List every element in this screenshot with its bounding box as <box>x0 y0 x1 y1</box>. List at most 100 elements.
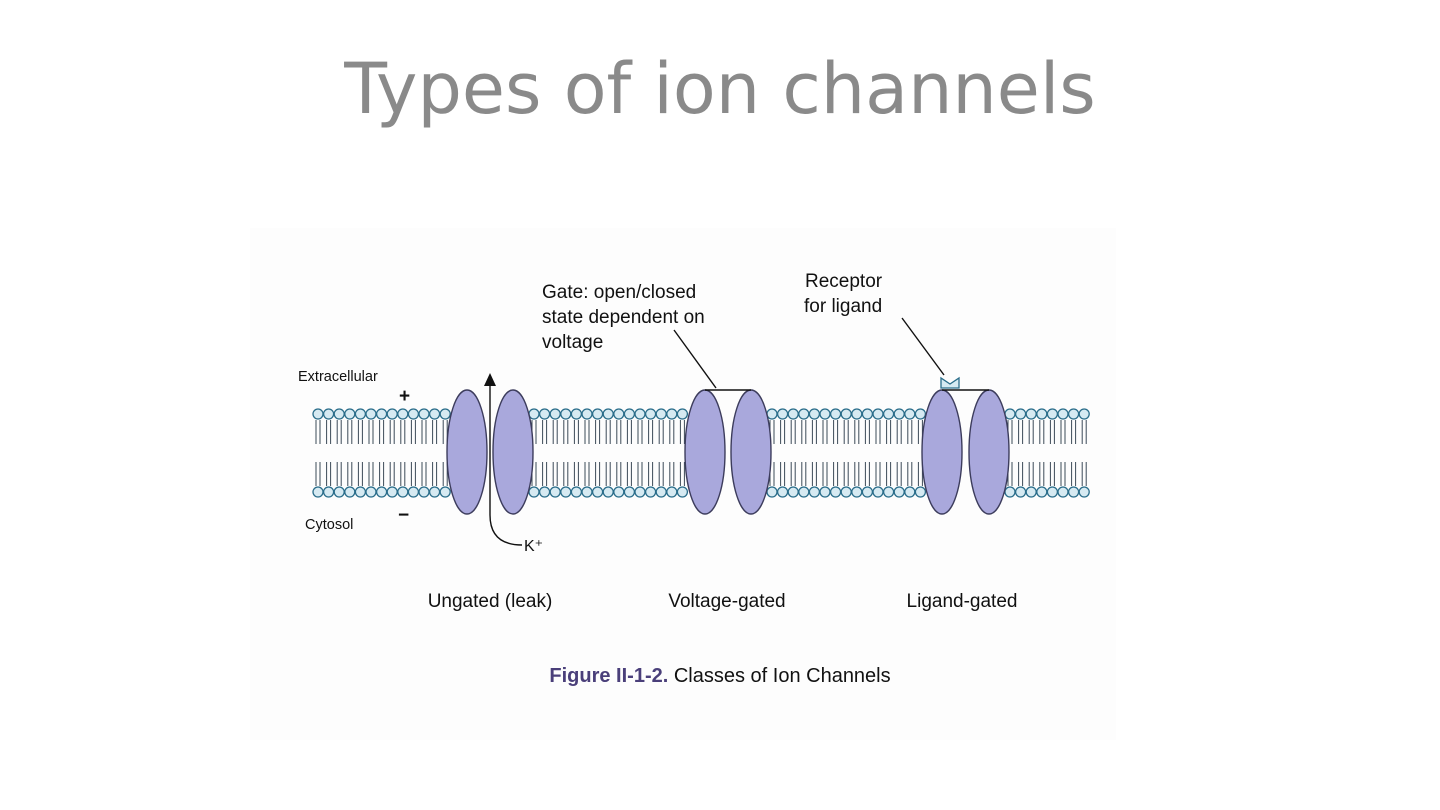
lipid-tail <box>875 462 881 486</box>
lipid-tail <box>679 420 685 444</box>
lipid-head <box>418 486 430 498</box>
lipid-head <box>560 408 572 420</box>
lipid-tail <box>421 462 427 486</box>
lipid-tail <box>357 462 363 486</box>
lipid-head <box>676 486 689 498</box>
lipid-tail <box>432 420 438 444</box>
lipid-tail <box>637 420 643 444</box>
channels <box>446 376 1010 515</box>
lipid-tail <box>421 420 427 444</box>
lipid-tail <box>573 420 579 444</box>
lipid-head <box>397 486 409 498</box>
lipid-tail <box>637 462 643 486</box>
lipid-tail <box>563 462 569 486</box>
lipid-head <box>904 486 916 498</box>
lipid-head <box>375 486 388 498</box>
channel-subunit-left <box>446 389 488 515</box>
lipid-head <box>591 486 604 498</box>
ion-flow-arrow <box>489 382 523 546</box>
lipid-head <box>798 486 810 498</box>
lipid-head <box>397 408 409 420</box>
lipid-head <box>1036 486 1048 498</box>
lipid-tail <box>896 420 902 444</box>
receptor-label-line2: for ligand <box>804 296 882 317</box>
channel-subunit-right <box>968 389 1010 515</box>
lipid-head <box>1067 486 1080 498</box>
lipid-head <box>829 486 842 498</box>
lipid-head <box>851 408 863 420</box>
lipid-head <box>829 408 842 420</box>
lipid-head <box>666 408 678 420</box>
lipid-tail <box>1049 462 1055 486</box>
lipid-head <box>386 408 398 420</box>
lipid-tail <box>595 420 601 444</box>
plus-sign: + <box>399 386 410 407</box>
lipid-head <box>613 486 625 498</box>
lipid-head <box>570 408 583 420</box>
lipid-tail <box>843 420 849 444</box>
lipid-tail <box>1028 462 1034 486</box>
gate-leader-line <box>673 329 717 389</box>
lipid-head <box>851 486 863 498</box>
lipid-tail <box>326 462 332 486</box>
receptor-site-icon <box>940 376 960 389</box>
lipid-head <box>591 408 604 420</box>
ungated-channel <box>446 389 534 515</box>
lipid-tail <box>616 462 622 486</box>
lipid-tail <box>658 420 664 444</box>
lipid-head <box>644 408 657 420</box>
lipid-tail <box>1018 420 1024 444</box>
channel-subunit-left <box>684 389 726 515</box>
lipid-tail <box>886 420 892 444</box>
lipid-tail <box>563 420 569 444</box>
lipid-tail <box>368 420 374 444</box>
gate-label-line1: Gate: open/closed <box>542 282 696 303</box>
lipid-bilayer <box>312 408 1090 498</box>
extracellular-label: Extracellular <box>298 369 378 385</box>
lipid-tail <box>542 420 548 444</box>
lipid-head <box>322 486 335 498</box>
lipid-head <box>549 408 561 420</box>
lipid-tail <box>1060 462 1066 486</box>
lipid-tail <box>552 462 558 486</box>
lipid-head <box>418 408 430 420</box>
lipid-tail <box>669 420 675 444</box>
ligand-gated-channel <box>921 376 1010 515</box>
receptor-label-line1: Receptor <box>805 271 883 292</box>
lipid-head <box>808 486 821 498</box>
lipid-head <box>439 408 451 420</box>
lipid-head <box>634 408 646 420</box>
lipid-tail <box>442 420 448 444</box>
lipid-head <box>602 408 614 420</box>
lipid-head <box>1004 486 1016 498</box>
lipid-tail <box>648 462 654 486</box>
lipid-head <box>365 486 377 498</box>
lipid-head <box>354 486 367 498</box>
figure-caption: Figure II-1-2. Classes of Ion Channels <box>0 665 1440 688</box>
lipid-tail <box>780 462 786 486</box>
lipid-head <box>354 408 367 420</box>
lipid-tail <box>1081 420 1087 444</box>
lipid-tail <box>347 462 353 486</box>
lipid-tail <box>410 462 416 486</box>
lipid-head <box>787 486 799 498</box>
lipid-head <box>644 486 657 498</box>
lipid-head <box>1078 408 1090 420</box>
lipid-head <box>1057 408 1069 420</box>
lipid-tail <box>1039 462 1045 486</box>
lipid-head <box>904 408 916 420</box>
gate-label-line3: voltage <box>542 332 603 353</box>
lipid-head <box>893 408 905 420</box>
lipid-tail <box>801 462 807 486</box>
lipid-tail <box>605 462 611 486</box>
cytosol-label: Cytosol <box>305 517 353 533</box>
minus-sign: − <box>398 505 409 526</box>
lipid-head <box>1046 408 1059 420</box>
lipid-head <box>1067 408 1080 420</box>
lipid-head <box>787 408 799 420</box>
lipid-head <box>872 486 884 498</box>
lipid-head <box>538 486 551 498</box>
lipid-head <box>819 486 831 498</box>
lipid-tail <box>907 420 913 444</box>
lipid-head <box>893 486 905 498</box>
